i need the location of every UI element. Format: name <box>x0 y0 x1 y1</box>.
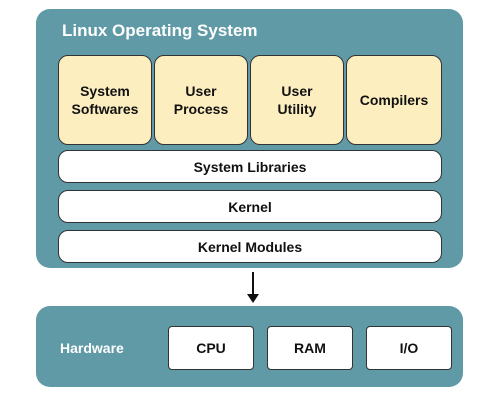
component-line: User <box>281 83 313 99</box>
down-arrow-icon <box>247 272 259 303</box>
hardware-ram: RAM <box>267 326 353 370</box>
component-line: Utility <box>277 101 317 117</box>
hardware-label: Hardware <box>60 340 124 356</box>
hardware-io: I/O <box>366 326 452 370</box>
component-line: User <box>185 83 217 99</box>
component-line: System <box>80 83 130 99</box>
hardware-panel: Hardware CPU RAM I/O <box>36 306 463 387</box>
hardware-cpu: CPU <box>168 326 254 370</box>
os-title: Linux Operating System <box>62 21 258 40</box>
layer-kernel: Kernel <box>58 190 442 223</box>
component-line: Process <box>173 101 229 117</box>
layer-system-libraries: System Libraries <box>58 150 442 183</box>
component-compilers: Compilers <box>346 55 442 145</box>
layer-kernel-modules: Kernel Modules <box>58 230 442 263</box>
component-line: Softwares <box>71 101 139 117</box>
component-line: Compilers <box>359 92 429 108</box>
